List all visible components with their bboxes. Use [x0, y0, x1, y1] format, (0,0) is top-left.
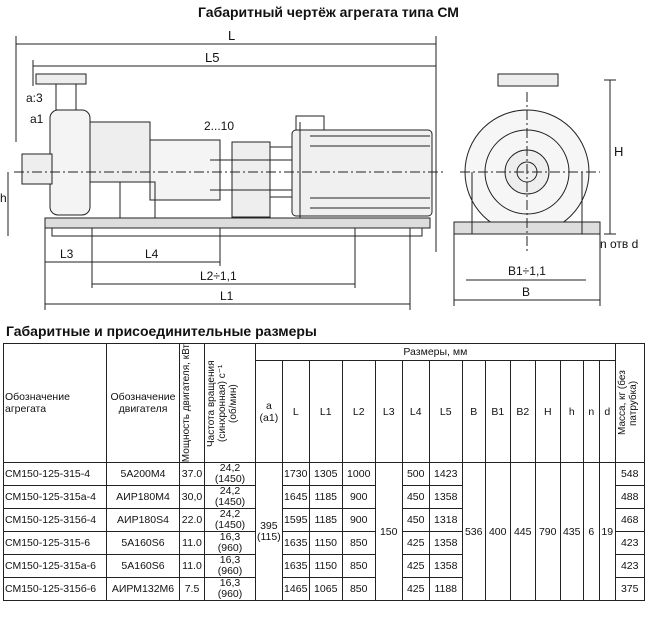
- technical-drawing: L L5 a:3 a1 2...10 h L3 L4 L2÷1,1 L1 H n…: [0, 28, 638, 310]
- table-row: СМ150-125-315-6 5А160S6 11.0 16,3(960) 1…: [3, 531, 645, 556]
- header-n: n: [582, 359, 600, 464]
- label-L3: L3: [60, 247, 74, 261]
- header-B: B: [461, 359, 486, 464]
- header-L2: L2: [341, 359, 376, 464]
- header-L4: L4: [401, 359, 430, 464]
- header-a: a(a1): [255, 359, 283, 464]
- header-L3: L3: [374, 359, 403, 464]
- dimensions-table: Обозначение агрегата Обозначение двигате…: [3, 342, 645, 602]
- label-gap: 2...10: [204, 119, 234, 133]
- cell-h: 435: [559, 462, 584, 602]
- label-a3: a:3: [26, 91, 43, 105]
- header-mass: Масса, кг (без патрубка): [614, 342, 645, 464]
- header-L1: L1: [308, 359, 343, 464]
- header-B2: B2: [509, 359, 536, 464]
- header-L: L: [281, 359, 310, 464]
- label-B1: B1÷1,1: [508, 264, 546, 278]
- table-row: СМ150-125-315б-6 АИРМ132М6 7.5 16,3(960)…: [3, 577, 645, 602]
- label-B: B: [522, 285, 530, 299]
- label-L1: L1: [220, 289, 234, 303]
- header-H: H: [534, 359, 561, 464]
- header-d: d: [598, 359, 616, 464]
- cell-H: 790: [534, 462, 561, 602]
- label-L: L: [228, 28, 235, 43]
- table-row: СМ150-125-315б-4 АИР180S4 22.0 24,2(1450…: [3, 508, 645, 533]
- label-H: H: [614, 144, 623, 159]
- header-B1: B1: [484, 359, 511, 464]
- table-row: СМ150-125-315-4 5А200М4 37.0 24,2(1450) …: [3, 462, 645, 602]
- header-designation: Обозначение агрегата: [3, 342, 107, 464]
- cell-d: 19: [598, 462, 616, 602]
- header-L5: L5: [428, 359, 463, 464]
- table-row: СМ150-125-315а-6 5А160S6 11.0 16,3(960) …: [3, 554, 645, 579]
- header-speed: Частота вращения (синхронная) с⁻¹ (об/ми…: [204, 342, 256, 464]
- header-h: h: [559, 359, 584, 464]
- label-L5: L5: [205, 50, 219, 65]
- label-h: h: [0, 191, 7, 205]
- drawing-title: Габаритный чертёж агрегата типа СМ: [198, 4, 459, 20]
- cell-B1: 400: [484, 462, 511, 602]
- cell-a: 395(115): [255, 462, 283, 602]
- header-dims: Размеры, мм: [255, 343, 616, 361]
- table-title: Габаритные и присоединительные размеры: [6, 323, 317, 339]
- cell-L3: 150: [374, 462, 403, 602]
- label-L4: L4: [145, 247, 159, 261]
- header-motor: Обозначение двигателя: [106, 342, 180, 464]
- label-n-otv: n отв d: [600, 237, 638, 251]
- label-L2: L2÷1,1: [200, 269, 237, 283]
- cell-B: 536: [461, 462, 486, 602]
- label-a1: a1: [30, 112, 44, 126]
- header-power: Мощность двигателя, кВт: [179, 342, 205, 464]
- cell-n: 6: [582, 462, 600, 602]
- cell-B2: 445: [509, 462, 536, 602]
